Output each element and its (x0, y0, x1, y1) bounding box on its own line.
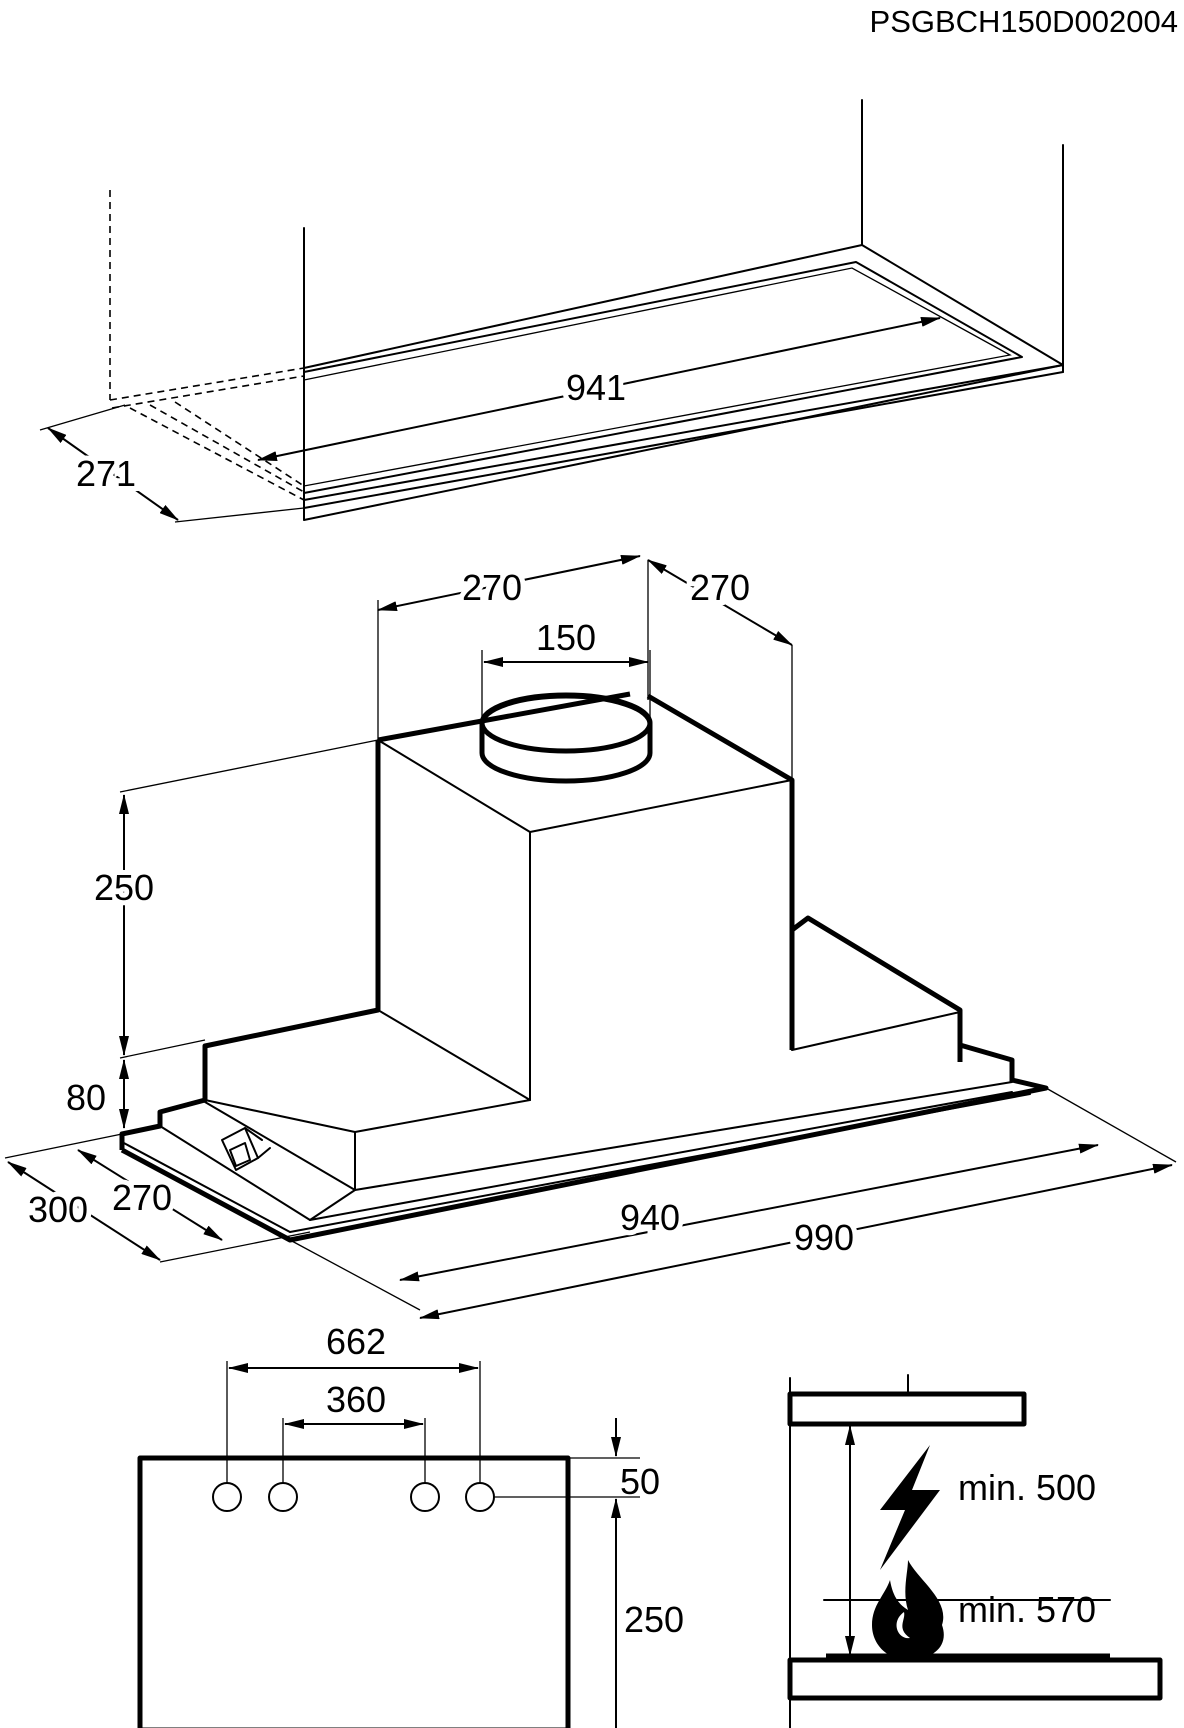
dim-cutout-depth: 271 (76, 453, 136, 494)
drawing-code: PSGBCH150D002004 (870, 4, 1178, 39)
dim-top-offset: 50 (620, 1461, 660, 1502)
dim-motor-height: 250 (94, 867, 154, 908)
ceiling-cutout-figure: 941 271 (39, 99, 1064, 523)
dim-total-depth: 300 (28, 1189, 88, 1230)
clearance-electric: min. 500 (958, 1467, 1096, 1508)
lightning-icon (880, 1445, 940, 1570)
mounting-hole (268, 1482, 298, 1512)
mounting-hole (465, 1482, 495, 1512)
dim-inner-depth: 270 (112, 1177, 172, 1218)
dim-duct-diameter: 150 (536, 617, 596, 658)
mounting-hole (410, 1482, 440, 1512)
dim-inner-holes: 360 (326, 1379, 386, 1420)
mounting-hole (212, 1482, 242, 1512)
dim-cutout-length: 941 (566, 367, 626, 408)
clearance-gas: min. 570 (958, 1589, 1096, 1630)
dim-motor-depth-left: 270 (462, 567, 522, 608)
dim-mounting-height: 250 (624, 1599, 684, 1640)
dim-base-height: 80 (66, 1077, 106, 1118)
switch-detail (221, 1127, 271, 1171)
hood-isometric-figure: 270 270 150 250 80 300 270 940 990 (4, 554, 1177, 1320)
dim-outer-holes: 662 (326, 1321, 386, 1362)
dim-motor-depth-right: 270 (690, 567, 750, 608)
clearance-figure: min. 500 min. 570 (787, 1374, 1163, 1728)
flame-icon (872, 1560, 944, 1660)
mounting-template-figure: 662 360 50 250 (137, 1321, 684, 1728)
dim-inner-width: 940 (620, 1197, 680, 1238)
dim-total-width: 990 (794, 1217, 854, 1258)
